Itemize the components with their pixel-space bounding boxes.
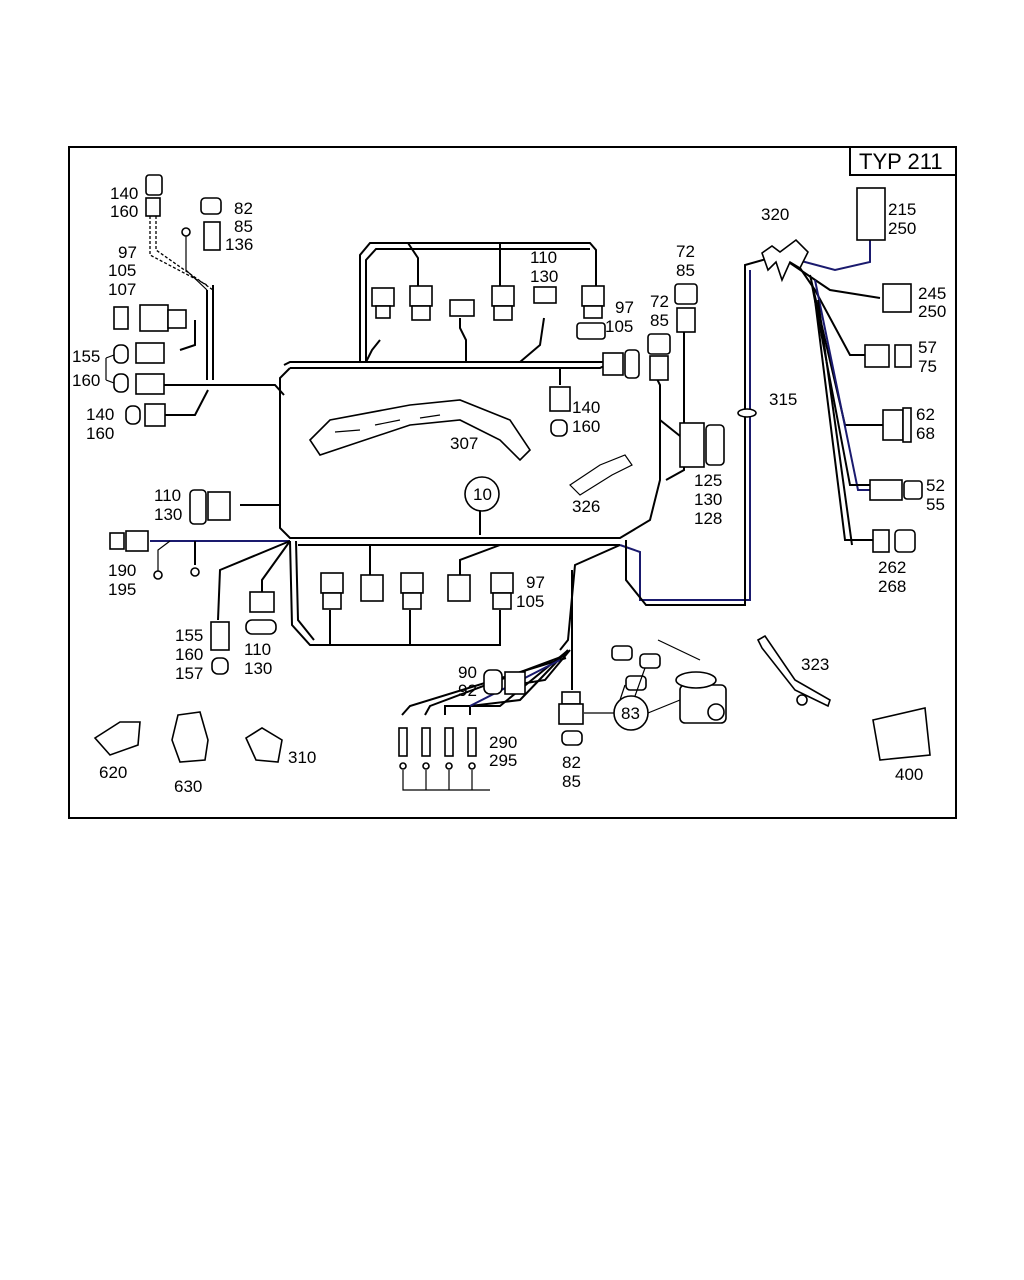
label-160-mid: 160 bbox=[572, 417, 600, 436]
right-harness-wires bbox=[789, 230, 885, 546]
label-55: 55 bbox=[926, 495, 945, 514]
label-57: 57 bbox=[918, 338, 937, 357]
label-110-top: 110 bbox=[530, 248, 557, 267]
label-130-bottom: 130 bbox=[244, 659, 272, 678]
label-85-a: 85 bbox=[676, 261, 695, 280]
label-323: 323 bbox=[801, 655, 829, 674]
label-130-left: 130 bbox=[154, 505, 182, 524]
label-harness-10: 10 bbox=[473, 485, 492, 504]
label-320: 320 bbox=[761, 205, 789, 224]
label-290: 290 bbox=[489, 733, 517, 752]
label-62: 62 bbox=[916, 405, 935, 424]
label-72-b: 72 bbox=[650, 292, 669, 311]
label-160-left: 160 bbox=[72, 371, 100, 390]
label-400: 400 bbox=[895, 765, 923, 784]
label-97-bottom: 97 bbox=[526, 573, 545, 592]
label-245: 245 bbox=[918, 284, 946, 303]
label-190: 190 bbox=[108, 561, 136, 580]
label-620: 620 bbox=[99, 763, 127, 782]
label-630: 630 bbox=[174, 777, 202, 796]
label-110-bottom: 110 bbox=[244, 640, 271, 659]
main-harness-wires bbox=[150, 242, 771, 716]
label-92: 92 bbox=[458, 681, 477, 700]
label-315: 315 bbox=[769, 390, 797, 409]
label-105-top: 105 bbox=[605, 317, 633, 336]
label-97: 97 bbox=[118, 243, 137, 262]
label-262: 262 bbox=[878, 558, 906, 577]
diagram-frame bbox=[68, 146, 957, 819]
label-97-top: 97 bbox=[615, 298, 634, 317]
label-85-b: 85 bbox=[650, 311, 669, 330]
label-307: 307 bbox=[450, 434, 478, 453]
connectors bbox=[93, 174, 931, 791]
label-140-left: 140 bbox=[86, 405, 114, 424]
label-136: 136 bbox=[225, 235, 253, 254]
label-107: 107 bbox=[108, 280, 136, 299]
label-72-a: 72 bbox=[676, 242, 695, 261]
label-326: 326 bbox=[572, 497, 600, 516]
label-140-top: 140 bbox=[110, 184, 138, 203]
label-160-bottom: 160 bbox=[175, 645, 203, 664]
callout-labels: 140 160 82 85 136 97 105 107 155 160 140… bbox=[72, 184, 946, 796]
label-195: 195 bbox=[108, 580, 136, 599]
label-250-b: 250 bbox=[918, 302, 946, 321]
label-125: 125 bbox=[694, 471, 722, 490]
label-295: 295 bbox=[489, 751, 517, 770]
label-160-left2: 160 bbox=[86, 424, 114, 443]
label-250-a: 250 bbox=[888, 219, 916, 238]
label-310: 310 bbox=[288, 748, 316, 767]
title-box bbox=[849, 146, 957, 176]
label-52: 52 bbox=[926, 476, 945, 495]
label-82-bottom: 82 bbox=[562, 753, 581, 772]
label-75: 75 bbox=[918, 357, 937, 376]
label-215: 215 bbox=[888, 200, 916, 219]
label-68: 68 bbox=[916, 424, 935, 443]
label-140-mid: 140 bbox=[572, 398, 600, 417]
label-83: 83 bbox=[621, 704, 640, 723]
label-85: 85 bbox=[234, 217, 253, 236]
label-130-r: 130 bbox=[694, 490, 722, 509]
label-157: 157 bbox=[175, 664, 203, 683]
label-268: 268 bbox=[878, 577, 906, 596]
label-105-bottom: 105 bbox=[516, 592, 544, 611]
label-160-top: 160 bbox=[110, 202, 138, 221]
label-82: 82 bbox=[234, 199, 253, 218]
label-128: 128 bbox=[694, 509, 722, 528]
label-90: 90 bbox=[458, 663, 477, 682]
label-105: 105 bbox=[108, 261, 136, 280]
label-155-bottom: 155 bbox=[175, 626, 203, 645]
label-85-bottom: 85 bbox=[562, 772, 581, 791]
label-110-left: 110 bbox=[154, 486, 181, 505]
label-130-top: 130 bbox=[530, 267, 558, 286]
label-155-left: 155 bbox=[72, 347, 100, 366]
title-box-text: TYP 211 bbox=[859, 149, 943, 174]
